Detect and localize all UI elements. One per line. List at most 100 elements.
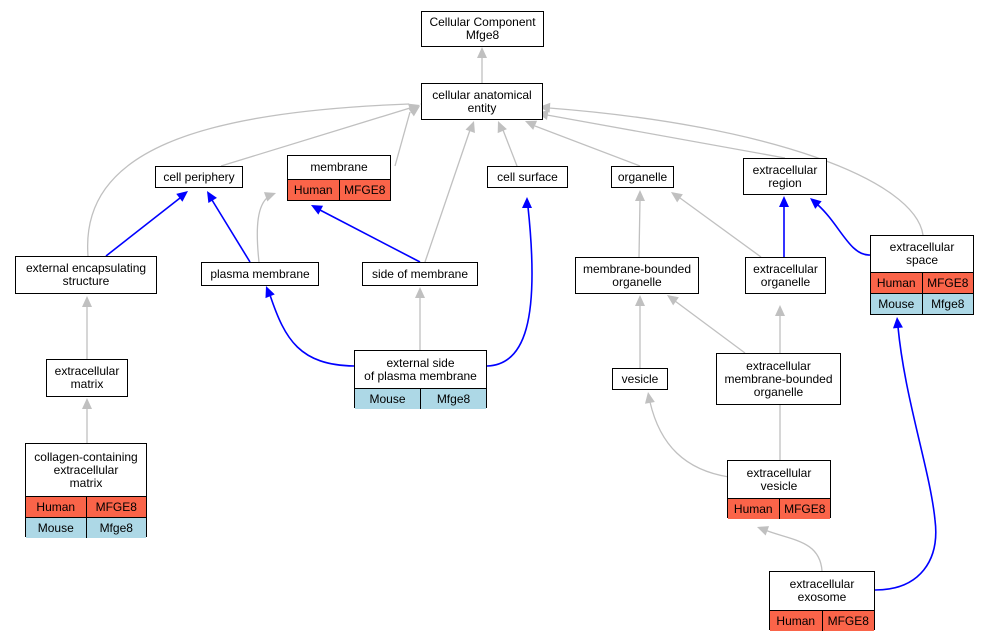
species-label: Human: [876, 276, 916, 290]
edge-arrowhead: [176, 191, 188, 202]
edge-arrowhead: [497, 121, 507, 134]
gene-symbol: Mfge8: [420, 389, 486, 409]
edge-arrowhead: [82, 398, 92, 409]
part-of-edge: [211, 199, 251, 263]
edge-arrowhead: [465, 121, 475, 134]
edge-arrowhead: [477, 47, 487, 58]
gene-symbol: Mfge8: [85, 518, 147, 538]
edge-arrowhead: [207, 191, 217, 204]
edge-arrowhead: [635, 295, 645, 306]
edge-arrowhead: [408, 106, 420, 117]
node-cae[interactable]: cellular anatomical entity: [421, 83, 543, 120]
edge-arrowhead: [892, 317, 903, 329]
gene-symbol: MFGE8: [821, 611, 875, 631]
edge-arrowhead: [522, 197, 532, 208]
edge-arrowhead: [635, 190, 645, 201]
species-label: Human: [293, 183, 333, 197]
edge-arrowhead: [757, 526, 770, 536]
edge-arrowhead: [775, 305, 785, 316]
node-ec-matrix[interactable]: extracellular matrix: [46, 359, 128, 397]
edge-arrowhead: [263, 192, 276, 202]
node-organelle[interactable]: organelle: [611, 166, 674, 188]
edge-arrowhead: [265, 286, 275, 299]
node-ext-encap[interactable]: external encapsulating structure: [15, 256, 157, 294]
node-label: cell periphery: [163, 169, 235, 184]
part-of-edge: [319, 209, 421, 263]
node-label: membrane-bounded organelle: [582, 261, 692, 289]
node-label: cell surface: [497, 169, 558, 184]
is-a-edge: [679, 197, 762, 258]
edge-arrowhead: [667, 295, 679, 306]
node-cell-surface[interactable]: cell surface: [487, 166, 568, 188]
node-label: vesicle: [621, 371, 659, 386]
is-a-edge: [548, 107, 924, 236]
node-label: extracellular vesicle: [746, 465, 812, 493]
edge-arrowhead: [311, 205, 324, 215]
species-label: Human: [776, 614, 816, 628]
part-of-edge: [874, 326, 937, 591]
is-a-edge: [546, 114, 786, 159]
is-a-edge: [394, 111, 411, 167]
human-annotation-row: Human MFGE8: [770, 610, 874, 631]
part-of-edge: [817, 204, 871, 256]
node-label: collagen-containing extracellular matrix: [34, 449, 138, 490]
node-label: extracellular matrix: [54, 364, 120, 391]
node-ec-organelle[interactable]: extracellular organelle: [745, 257, 826, 294]
node-side-of-membrane[interactable]: side of membrane: [362, 262, 478, 286]
node-vesicle[interactable]: vesicle: [612, 368, 668, 390]
gene-symbol: Mfge8: [921, 294, 974, 314]
species-label: Mouse: [878, 297, 915, 311]
edge-arrowhead: [539, 102, 551, 113]
is-a-edge: [424, 129, 471, 263]
node-label: extracellular membrane-bounded organelle: [724, 358, 833, 399]
node-label: organelle: [617, 169, 668, 184]
node-root[interactable]: Cellular Component Mfge8: [421, 11, 544, 47]
node-mb-organelle[interactable]: membrane-bounded organelle: [575, 257, 699, 294]
node-label: extracellular space: [889, 240, 955, 267]
node-label: membrane: [310, 160, 368, 174]
species-label: Human: [733, 502, 773, 516]
node-ec-mb-organelle[interactable]: extracellular membrane-bounded organelle: [716, 353, 841, 405]
node-label: extracellular organelle: [753, 261, 818, 289]
node-label: cellular anatomical entity: [432, 87, 532, 115]
gene-symbol: MFGE8: [338, 180, 391, 200]
edge-arrowhead: [82, 296, 92, 307]
node-label: external encapsulating structure: [25, 261, 147, 288]
edge-arrowhead: [525, 120, 538, 130]
is-a-edge: [638, 199, 641, 258]
node-label: extracellular exosome: [789, 577, 855, 604]
node-label: plasma membrane: [210, 266, 310, 281]
node-cell-periphery[interactable]: cell periphery: [155, 166, 243, 188]
gene-symbol: MFGE8: [778, 499, 831, 519]
node-plasma-membrane[interactable]: plasma membrane: [201, 262, 319, 286]
edge-arrowhead: [671, 192, 683, 203]
part-of-edge: [269, 294, 355, 367]
node-collagen-ecm[interactable]: collagen-containing extracellular matrix…: [25, 443, 147, 538]
human-annotation-row: Human MFGE8: [288, 179, 390, 200]
node-label: Cellular Component Mfge8: [429, 15, 536, 42]
part-of-edge: [105, 197, 181, 257]
node-label: external side of plasma membrane: [364, 355, 477, 383]
node-ec-region[interactable]: extracellular region: [743, 158, 827, 195]
is-a-edge: [649, 401, 730, 478]
node-label: side of membrane: [371, 266, 469, 281]
edge-arrowhead: [779, 196, 789, 207]
is-a-edge: [220, 107, 411, 167]
is-a-edge: [87, 103, 410, 257]
node-label: extracellular region: [752, 162, 818, 190]
edge-arrowhead: [644, 392, 655, 404]
is-a-edge: [256, 196, 269, 263]
species-label: Human: [36, 500, 76, 514]
edge-arrowhead: [810, 198, 822, 209]
is-a-edge: [502, 129, 518, 167]
